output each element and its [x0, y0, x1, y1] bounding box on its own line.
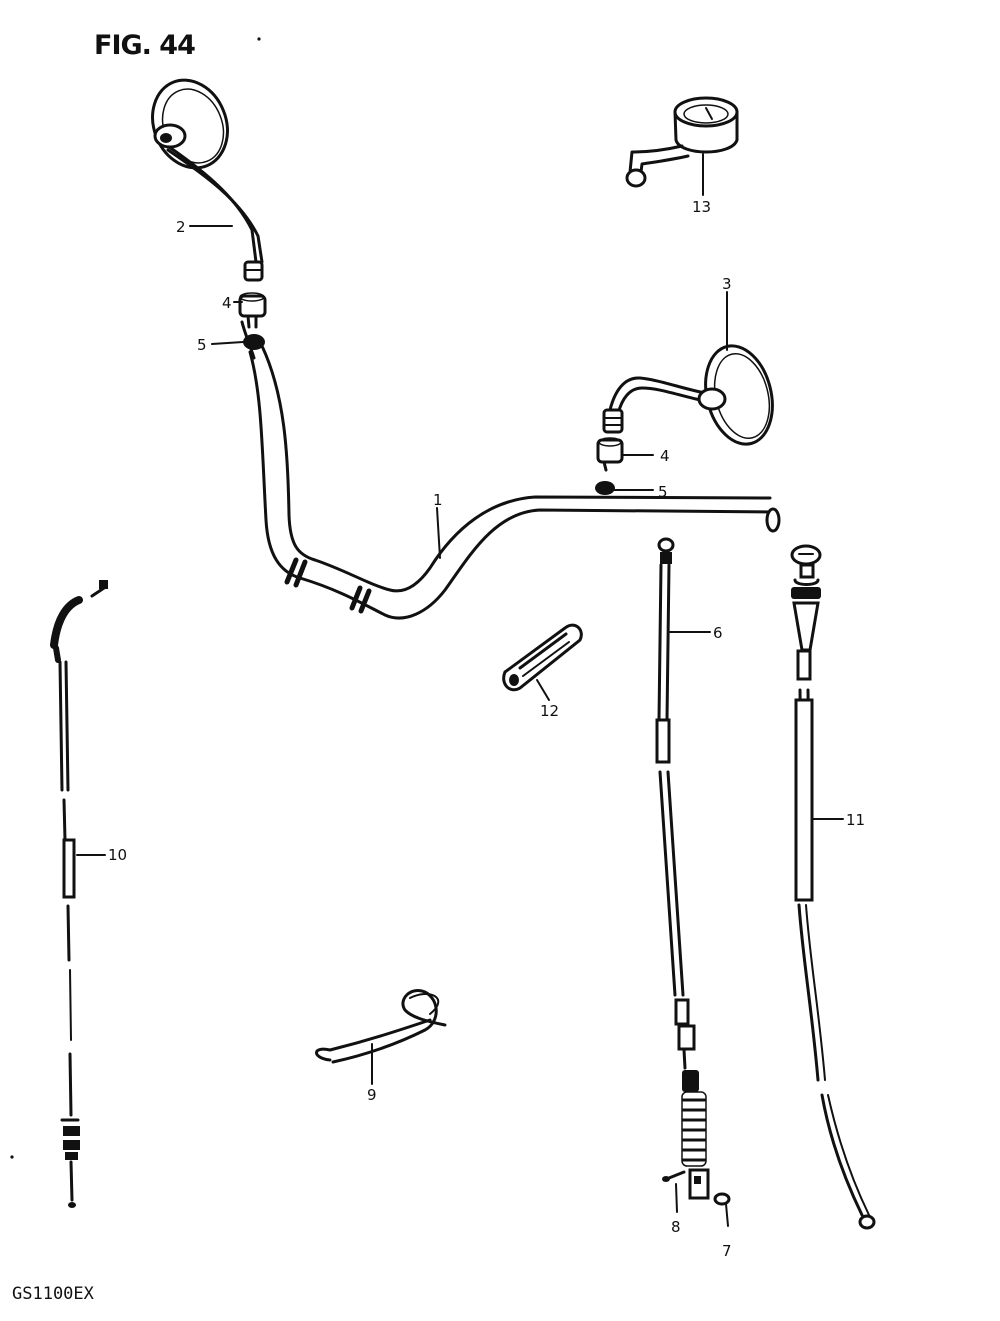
callout-11: 11 — [846, 811, 865, 829]
callout-4-left: 4 — [222, 294, 232, 312]
callout-5-right: 5 — [658, 483, 668, 501]
callout-13: 13 — [692, 198, 711, 216]
callout-8: 8 — [671, 1218, 681, 1236]
cable-pin — [662, 1170, 686, 1182]
speck — [257, 37, 261, 41]
left-mirror — [151, 78, 264, 282]
right-adaptor-nut — [596, 437, 624, 472]
speck — [10, 1155, 14, 1159]
left-adaptor-nut — [238, 292, 267, 329]
callout-3: 3 — [722, 275, 732, 293]
callout-4-right: 4 — [660, 447, 670, 465]
callout-6: 6 — [713, 624, 723, 642]
callout-12: 12 — [540, 702, 559, 720]
callout-9: 9 — [367, 1086, 377, 1104]
handlebar-clamp — [502, 623, 583, 692]
right-mirror — [602, 344, 774, 446]
callout-7: 7 — [722, 1242, 732, 1260]
clutch-cable — [655, 537, 710, 1200]
figure-title: FIG. 44 — [94, 30, 196, 61]
tachometer-meter — [625, 96, 739, 188]
cable-bolt — [713, 1192, 731, 1227]
cable-clip — [315, 989, 447, 1064]
model-code: GS1100EX — [12, 1284, 94, 1304]
leader-lines — [76, 153, 844, 1213]
throttle-cable — [50, 580, 108, 1208]
right-lock-nut — [595, 481, 615, 495]
starter-cable — [790, 544, 876, 1230]
handlebar — [240, 320, 781, 620]
callout-10: 10 — [108, 846, 127, 864]
callout-2: 2 — [176, 218, 186, 236]
callout-5-left: 5 — [197, 336, 207, 354]
callout-1: 1 — [433, 491, 443, 509]
